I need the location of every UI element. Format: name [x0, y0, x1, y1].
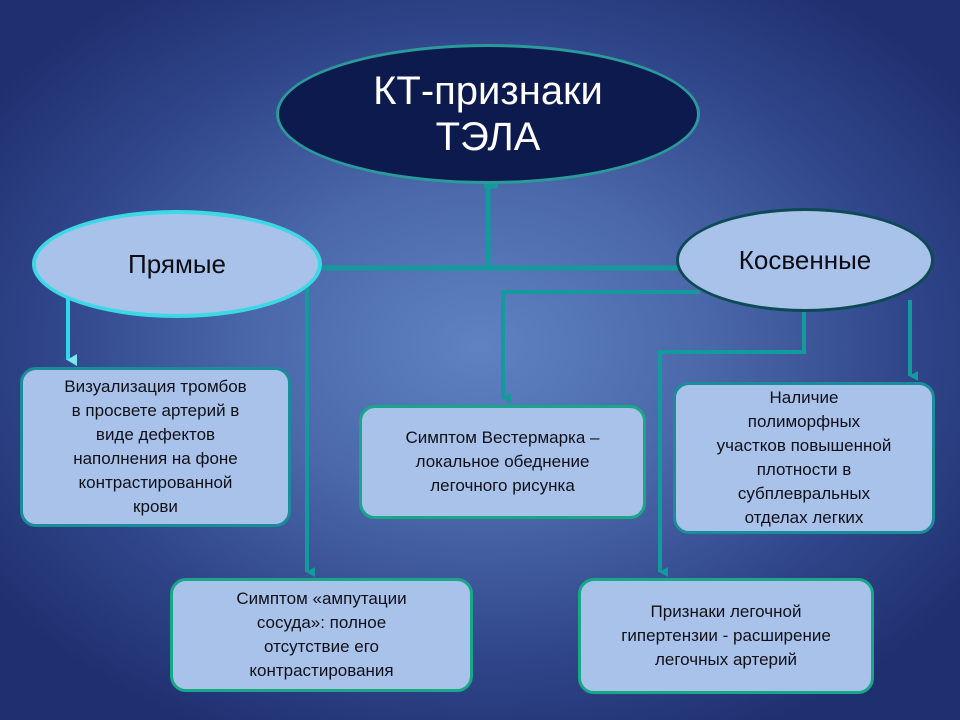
title-node: КТ-признаки ТЭЛА: [276, 44, 700, 184]
arrow-indirect-westermark: [501, 290, 700, 403]
title-text: КТ-признаки ТЭЛА: [373, 69, 603, 159]
polymorphic-areas-text: Наличие полиморфных участков повышенной …: [716, 388, 892, 527]
arrow-indirect-hypertension: [658, 312, 806, 577]
thrombus-visualization-text: Визуализация тромбов в просвете артерий …: [64, 377, 247, 516]
westermark-sign-text: Симптом Вестермарка – локальное обеднени…: [405, 428, 600, 495]
thrombus-visualization-box: Визуализация тромбов в просвете артерий …: [20, 367, 291, 527]
vessel-amputation-text: Симптом «ампутации сосуда»: полное отсут…: [236, 589, 407, 680]
westermark-sign-box: Симптом Вестермарка – локальное обеднени…: [359, 405, 646, 519]
direct-signs-label: Прямые: [128, 248, 226, 279]
direct-signs-node: Прямые: [32, 210, 322, 318]
indirect-signs-label: Косвенные: [738, 244, 872, 275]
pulmonary-hypertension-text: Признаки легочной гипертензии - расширен…: [621, 602, 831, 669]
pulmonary-hypertension-box: Признаки легочной гипертензии - расширен…: [578, 578, 874, 694]
vessel-amputation-box: Симптом «ампутации сосуда»: полное отсут…: [170, 578, 473, 692]
polymorphic-areas-box: Наличие полиморфных участков повышенной …: [673, 382, 935, 534]
indirect-signs-node: Косвенные: [676, 208, 934, 312]
